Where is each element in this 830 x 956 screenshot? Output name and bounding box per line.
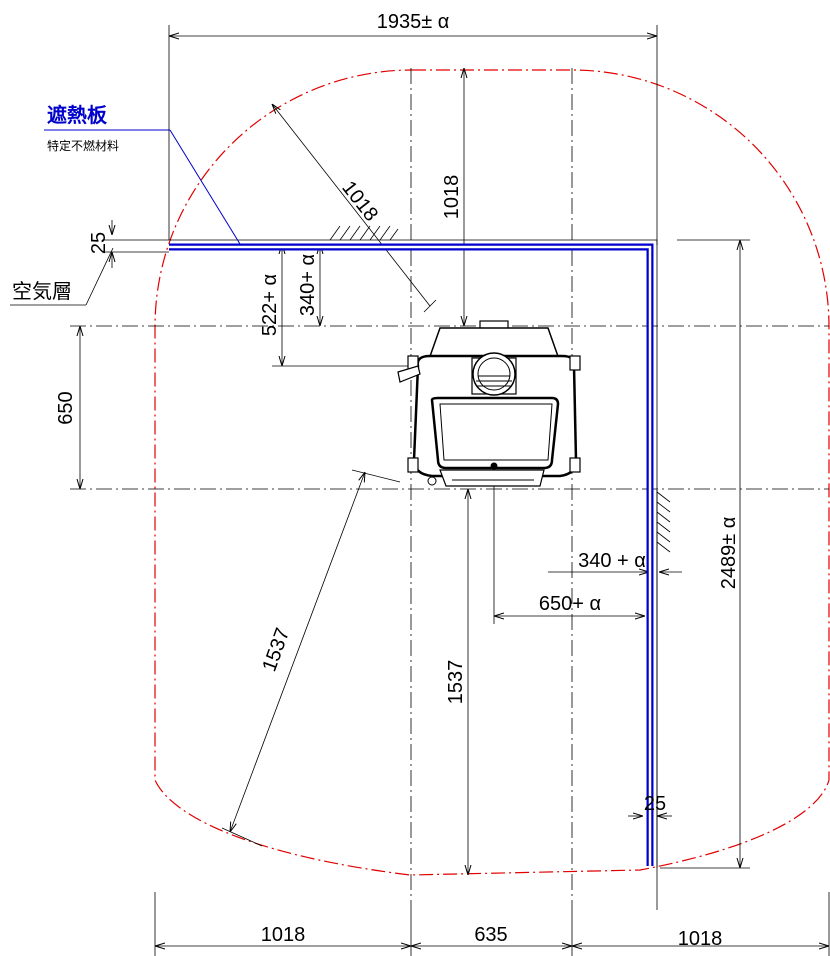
dim-right-offset: 340 + α xyxy=(578,550,646,572)
dim-gap-right: 25 xyxy=(644,793,666,815)
dim-center-offset: 650+ α xyxy=(539,593,601,615)
dim-bottom-mid: 635 xyxy=(474,924,507,946)
stove xyxy=(397,320,581,487)
dim-bottom-left: 1018 xyxy=(261,924,306,946)
center-lines xyxy=(70,68,829,900)
material-label: 特定不燃材料 xyxy=(47,138,119,153)
wall xyxy=(169,225,671,868)
dim-radius-bottom-diag: 1537 xyxy=(258,625,294,674)
dim-gap-top: 25 xyxy=(88,232,110,254)
dim-bottom-right: 1018 xyxy=(678,928,723,950)
dim-left-650: 650 xyxy=(55,391,77,424)
dim-left-height-top: 522+ α xyxy=(259,274,281,336)
leader-air-diag xyxy=(85,247,114,306)
heat-shield-label: 遮熱板 xyxy=(47,103,108,127)
dim-top-width: 1935± α xyxy=(377,11,450,33)
dim-radius-top-vert: 1018 xyxy=(441,175,463,220)
dim-height-total: 2489± α xyxy=(718,517,740,590)
dim-radius-top-diag: 1018 xyxy=(337,177,382,226)
air-layer-label: 空気層 xyxy=(12,279,72,303)
dim-radius-bottom-vert: 1537 xyxy=(445,660,467,705)
dim-inner-height-top: 340+ α xyxy=(297,254,319,316)
leader-shield-diag xyxy=(169,129,241,245)
